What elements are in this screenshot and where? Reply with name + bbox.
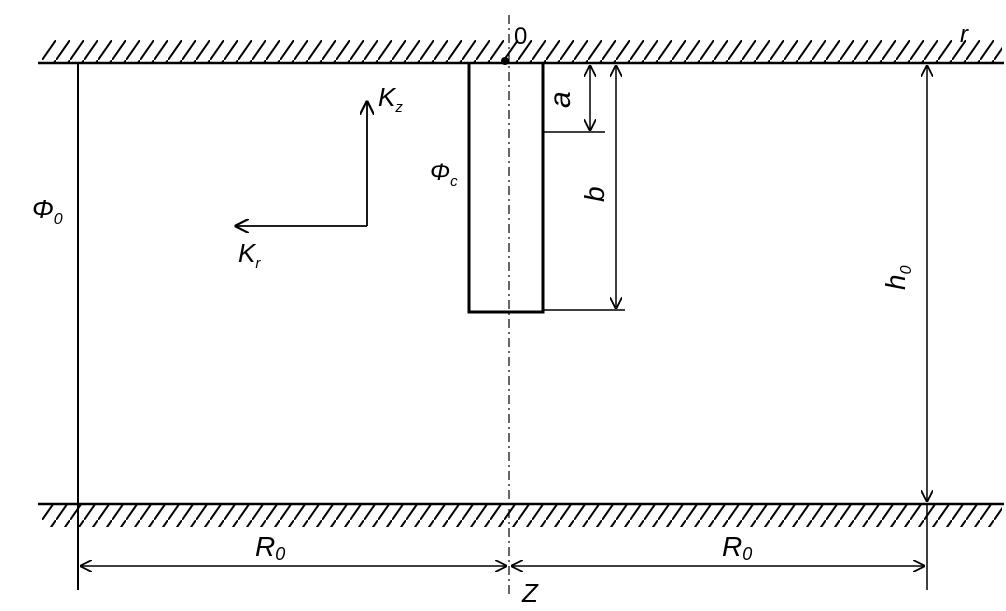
b-label: b [579, 186, 610, 202]
kr-symbol: K [238, 238, 257, 268]
phi0-label: Φ0 [32, 194, 63, 228]
top-boundary [38, 40, 1004, 65]
r-axis-label: r [960, 21, 969, 48]
h0-symbol: h [880, 274, 911, 290]
well-outline [467, 63, 545, 314]
phic-symbol: Φ [430, 159, 450, 186]
phic-label: Φc [430, 159, 458, 190]
kr-label: Kr [238, 238, 261, 272]
r0-left-subscript: 0 [275, 544, 285, 564]
h0-subscript: 0 [898, 265, 915, 274]
dimension-a [543, 66, 605, 133]
h0-label: h0 [880, 265, 915, 290]
r0-right-symbol: R [722, 531, 742, 562]
phic-subscript: c [450, 173, 458, 190]
top-hatching [42, 40, 1002, 62]
bottom-hatching [42, 505, 1002, 527]
origin-label: 0 [514, 23, 527, 50]
r0-left-symbol: R [255, 531, 275, 562]
a-label: a [544, 91, 577, 108]
r0-right-label: R0 [722, 531, 752, 564]
phi0-subscript: 0 [54, 211, 63, 228]
kz-label: Kz [378, 82, 403, 116]
kr-subscript: r [255, 255, 261, 272]
phi0-symbol: Φ [32, 194, 54, 224]
kz-subscript: z [394, 99, 403, 116]
r0-right-subscript: 0 [742, 544, 752, 564]
bottom-boundary [38, 502, 1004, 527]
dimension-b [543, 66, 625, 311]
z-axis-label: Z [521, 578, 539, 608]
r0-left-label: R0 [255, 531, 285, 564]
permeability-arrows [236, 102, 367, 226]
kz-symbol: K [378, 82, 397, 112]
origin-point [501, 57, 509, 65]
